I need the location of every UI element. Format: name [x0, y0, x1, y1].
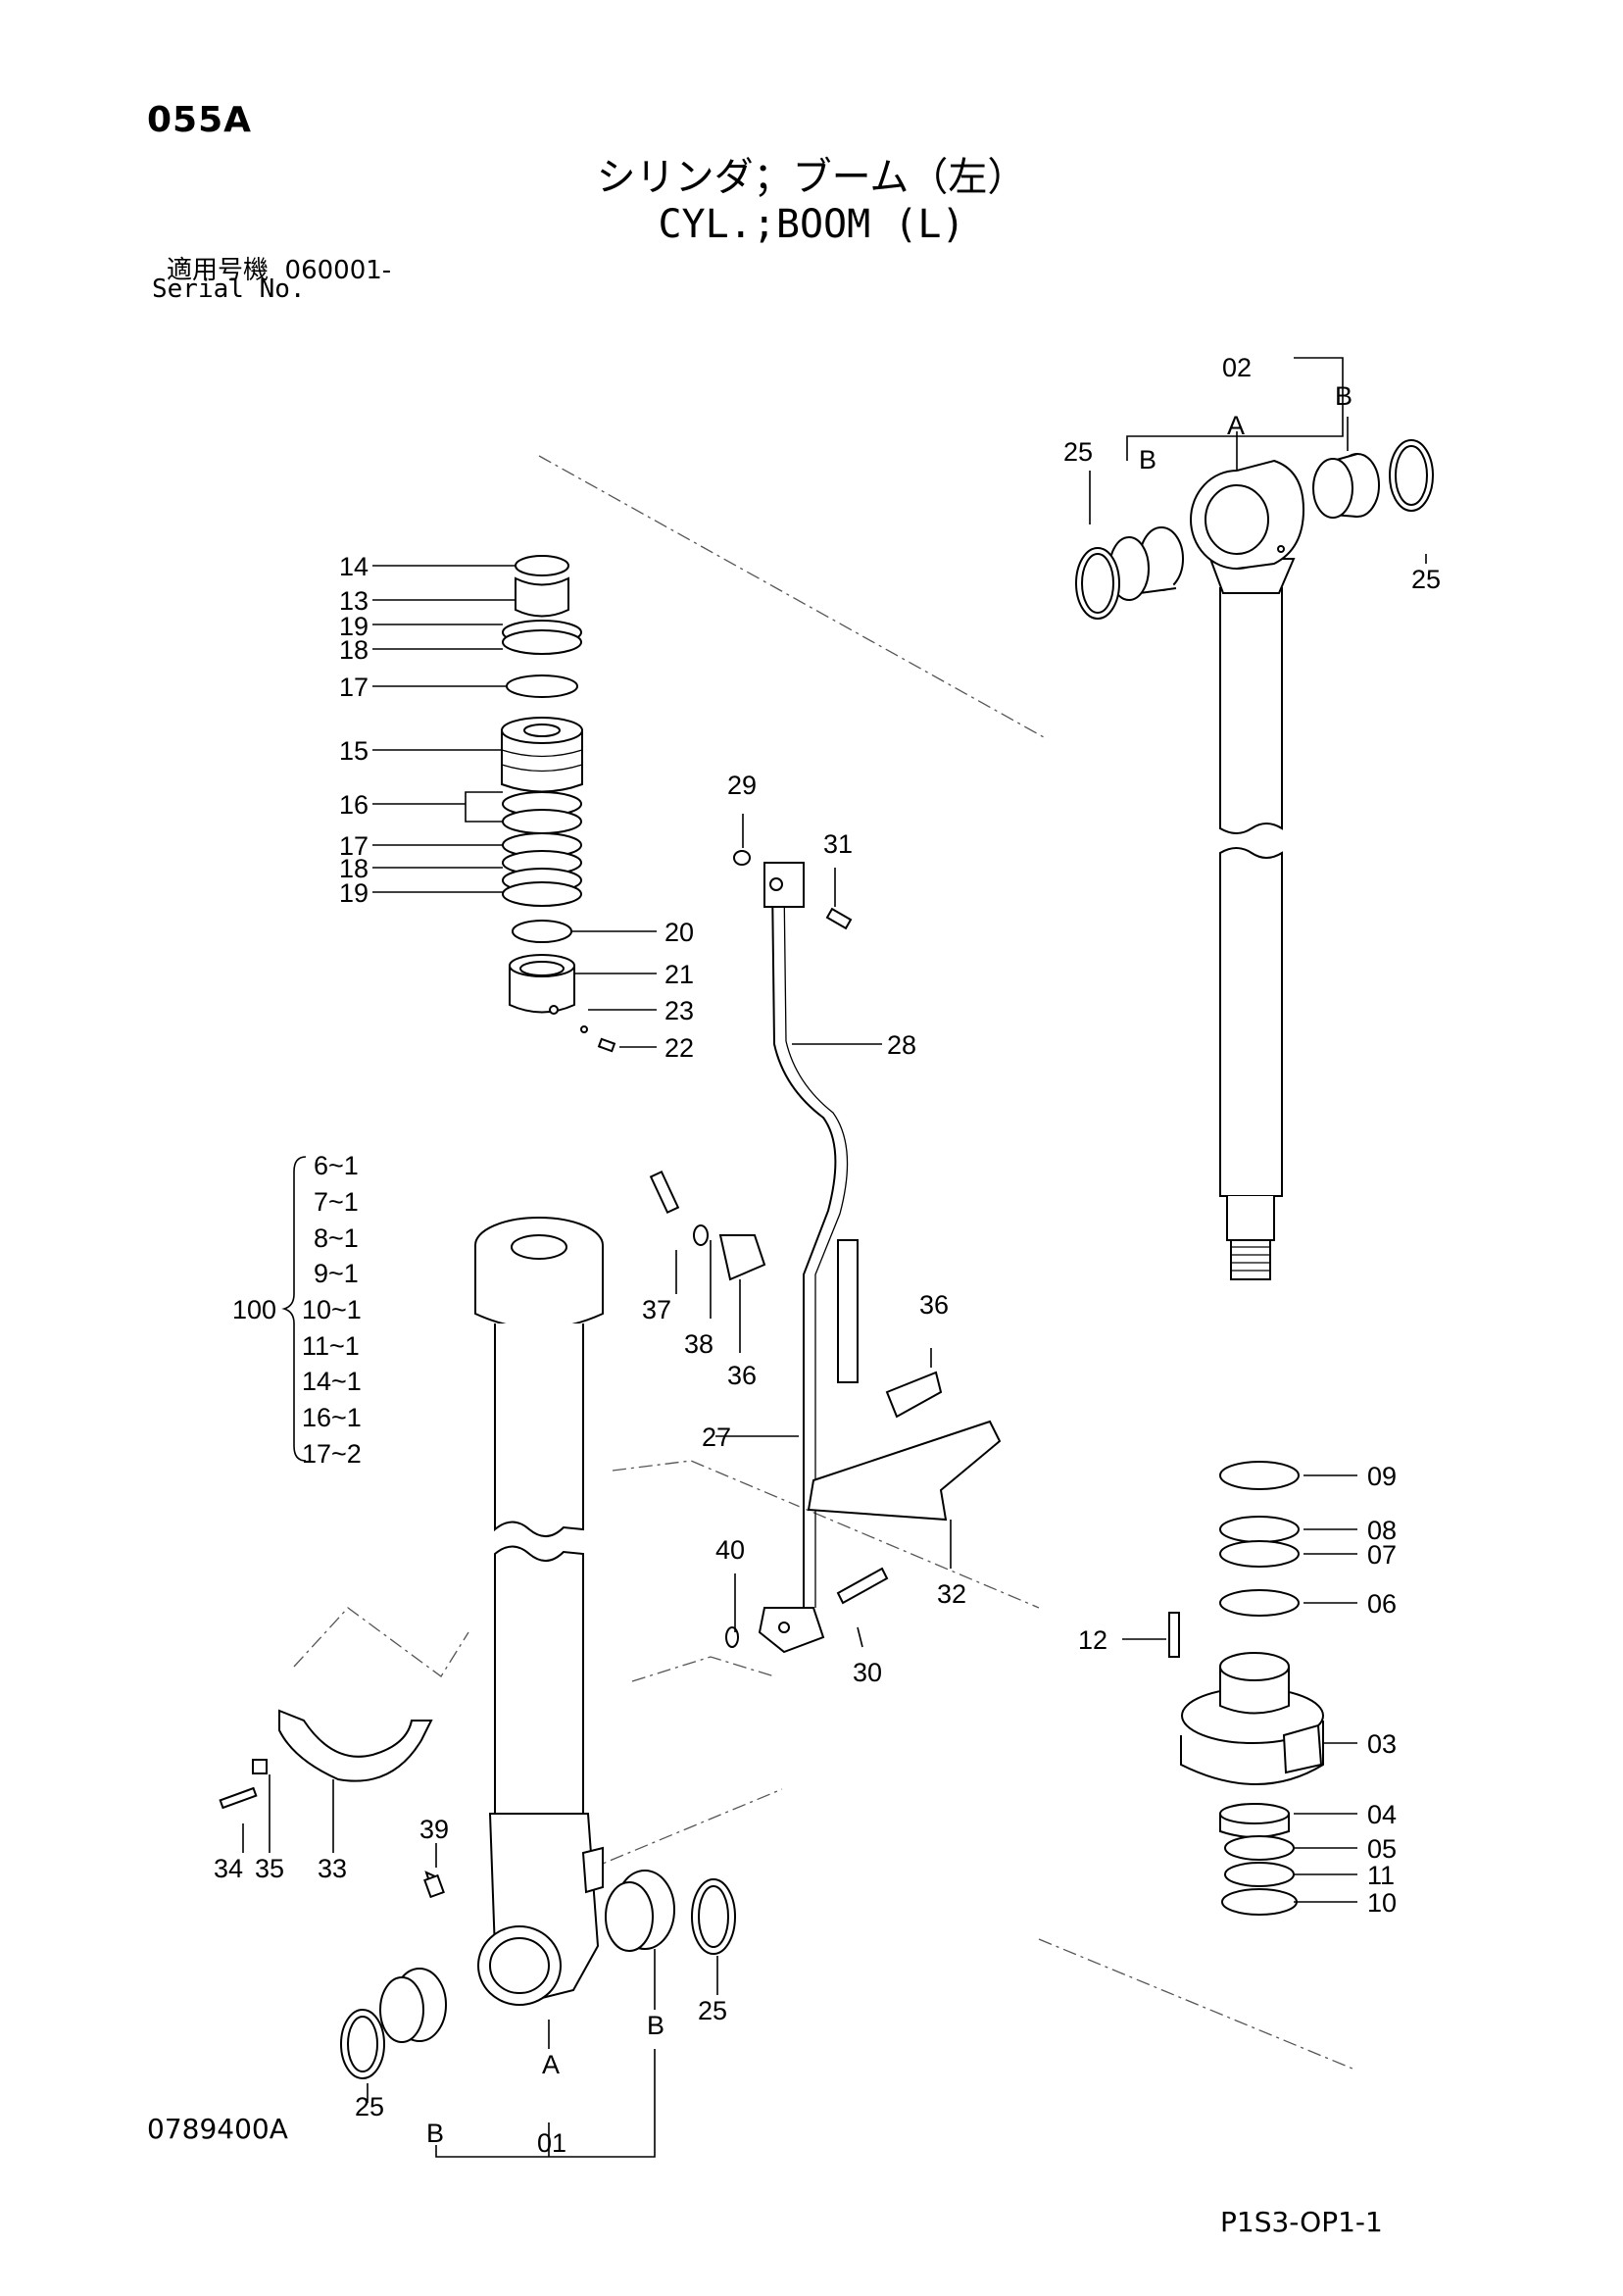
serial-row: 適用号機 060001- — [167, 250, 391, 286]
callout-17-upper: 17 — [339, 673, 369, 702]
callout-09: 09 — [1367, 1462, 1397, 1491]
callout-a-rod: A — [1227, 411, 1245, 440]
callout-27: 27 — [702, 1423, 731, 1452]
serial-label-en: Serial No. — [152, 275, 306, 304]
callout-22: 22 — [664, 1033, 694, 1063]
callout-04: 04 — [1367, 1800, 1397, 1829]
callout-36-right: 36 — [919, 1290, 949, 1320]
serial-label-jp: 適用号機 — [167, 256, 270, 285]
callout-100: 100 — [232, 1295, 276, 1324]
callout-25-rod-right: 25 — [1411, 565, 1441, 594]
callout-05: 05 — [1367, 1834, 1397, 1864]
callout-35: 35 — [255, 1854, 284, 1883]
callout-b-tube-right: B — [647, 2011, 664, 2040]
callout-37: 37 — [642, 1295, 671, 1324]
group-item-16-1: 16~1 — [302, 1403, 362, 1432]
piping-assembly — [649, 850, 1002, 1654]
callout-b-rod-left: B — [1139, 445, 1156, 474]
group-item-8-1: 8~1 — [314, 1223, 359, 1253]
title-japanese: シリンダ；ブーム（左） — [596, 155, 1027, 200]
title-english: CYL.;BOOM (L) — [658, 202, 965, 247]
callout-16: 16 — [339, 790, 369, 820]
callout-18-upper: 18 — [339, 635, 369, 665]
callout-13: 13 — [339, 586, 369, 616]
callout-38: 38 — [684, 1329, 713, 1359]
callout-15: 15 — [339, 736, 369, 766]
callout-23: 23 — [664, 996, 694, 1025]
callout-14: 14 — [339, 552, 369, 581]
callout-25-rod-left: 25 — [1063, 437, 1093, 467]
group-item-9-1: 9~1 — [314, 1259, 359, 1288]
callout-labels: 02 B A 25 B 25 14 13 19 18 17 15 16 17 1… — [214, 353, 1441, 2158]
group-item-6-1: 6~1 — [314, 1151, 359, 1180]
callout-25-tube-right: 25 — [698, 1996, 727, 2025]
callout-a-tube: A — [542, 2050, 560, 2079]
callout-11: 11 — [1367, 1861, 1395, 1890]
callout-b-rod-right: B — [1335, 381, 1352, 411]
callout-b-tube-left: B — [426, 2119, 444, 2148]
callout-31: 31 — [823, 829, 853, 859]
callout-28: 28 — [887, 1030, 916, 1060]
leader-lines — [242, 357, 1427, 2158]
callout-06: 06 — [1367, 1589, 1397, 1619]
callout-33: 33 — [318, 1854, 347, 1883]
band-clamp — [219, 1709, 445, 1899]
callout-19-lower: 19 — [339, 878, 369, 908]
page-reference: P1S3-OP1-1 — [1220, 2206, 1383, 2238]
callout-01: 01 — [537, 2128, 566, 2158]
group-item-14-1: 14~1 — [302, 1367, 362, 1396]
callout-34: 34 — [214, 1854, 243, 1883]
group-item-10-1: 10~1 — [302, 1295, 362, 1324]
piston-rod-assembly — [1075, 439, 1434, 1280]
assembly-axis-lines — [293, 455, 1353, 2070]
callout-36-left: 36 — [727, 1361, 757, 1390]
page-code: 055A — [147, 100, 253, 140]
callout-32: 32 — [937, 1579, 966, 1609]
callout-08: 08 — [1367, 1516, 1397, 1545]
callout-39: 39 — [419, 1815, 449, 1844]
callout-19-upper: 19 — [339, 612, 369, 641]
group-item-11-1: 11~1 — [302, 1331, 360, 1361]
group-brace — [281, 1156, 307, 1462]
callout-07: 07 — [1367, 1540, 1397, 1570]
callout-40: 40 — [715, 1535, 745, 1565]
callout-18-lower: 18 — [339, 854, 369, 883]
seal-kit-stack — [501, 555, 616, 1053]
callout-29: 29 — [727, 771, 757, 800]
group-item-7-1: 7~1 — [314, 1187, 359, 1217]
callout-30: 30 — [853, 1658, 882, 1687]
callout-12: 12 — [1078, 1625, 1107, 1655]
drawing-number: 0789400A — [147, 2113, 288, 2145]
group-item-17-2: 17~2 — [302, 1439, 362, 1469]
callout-17-lower: 17 — [339, 831, 369, 861]
callout-20: 20 — [664, 918, 694, 947]
cylinder-tube-assembly — [340, 1217, 736, 2079]
callout-02: 02 — [1222, 353, 1252, 382]
callout-10: 10 — [1367, 1888, 1397, 1918]
callout-25-tube-left: 25 — [355, 2092, 384, 2121]
serial-value: 060001- — [284, 256, 392, 285]
rod-head-assembly — [1168, 1461, 1324, 1916]
callout-21: 21 — [664, 960, 694, 989]
callout-03: 03 — [1367, 1729, 1397, 1759]
